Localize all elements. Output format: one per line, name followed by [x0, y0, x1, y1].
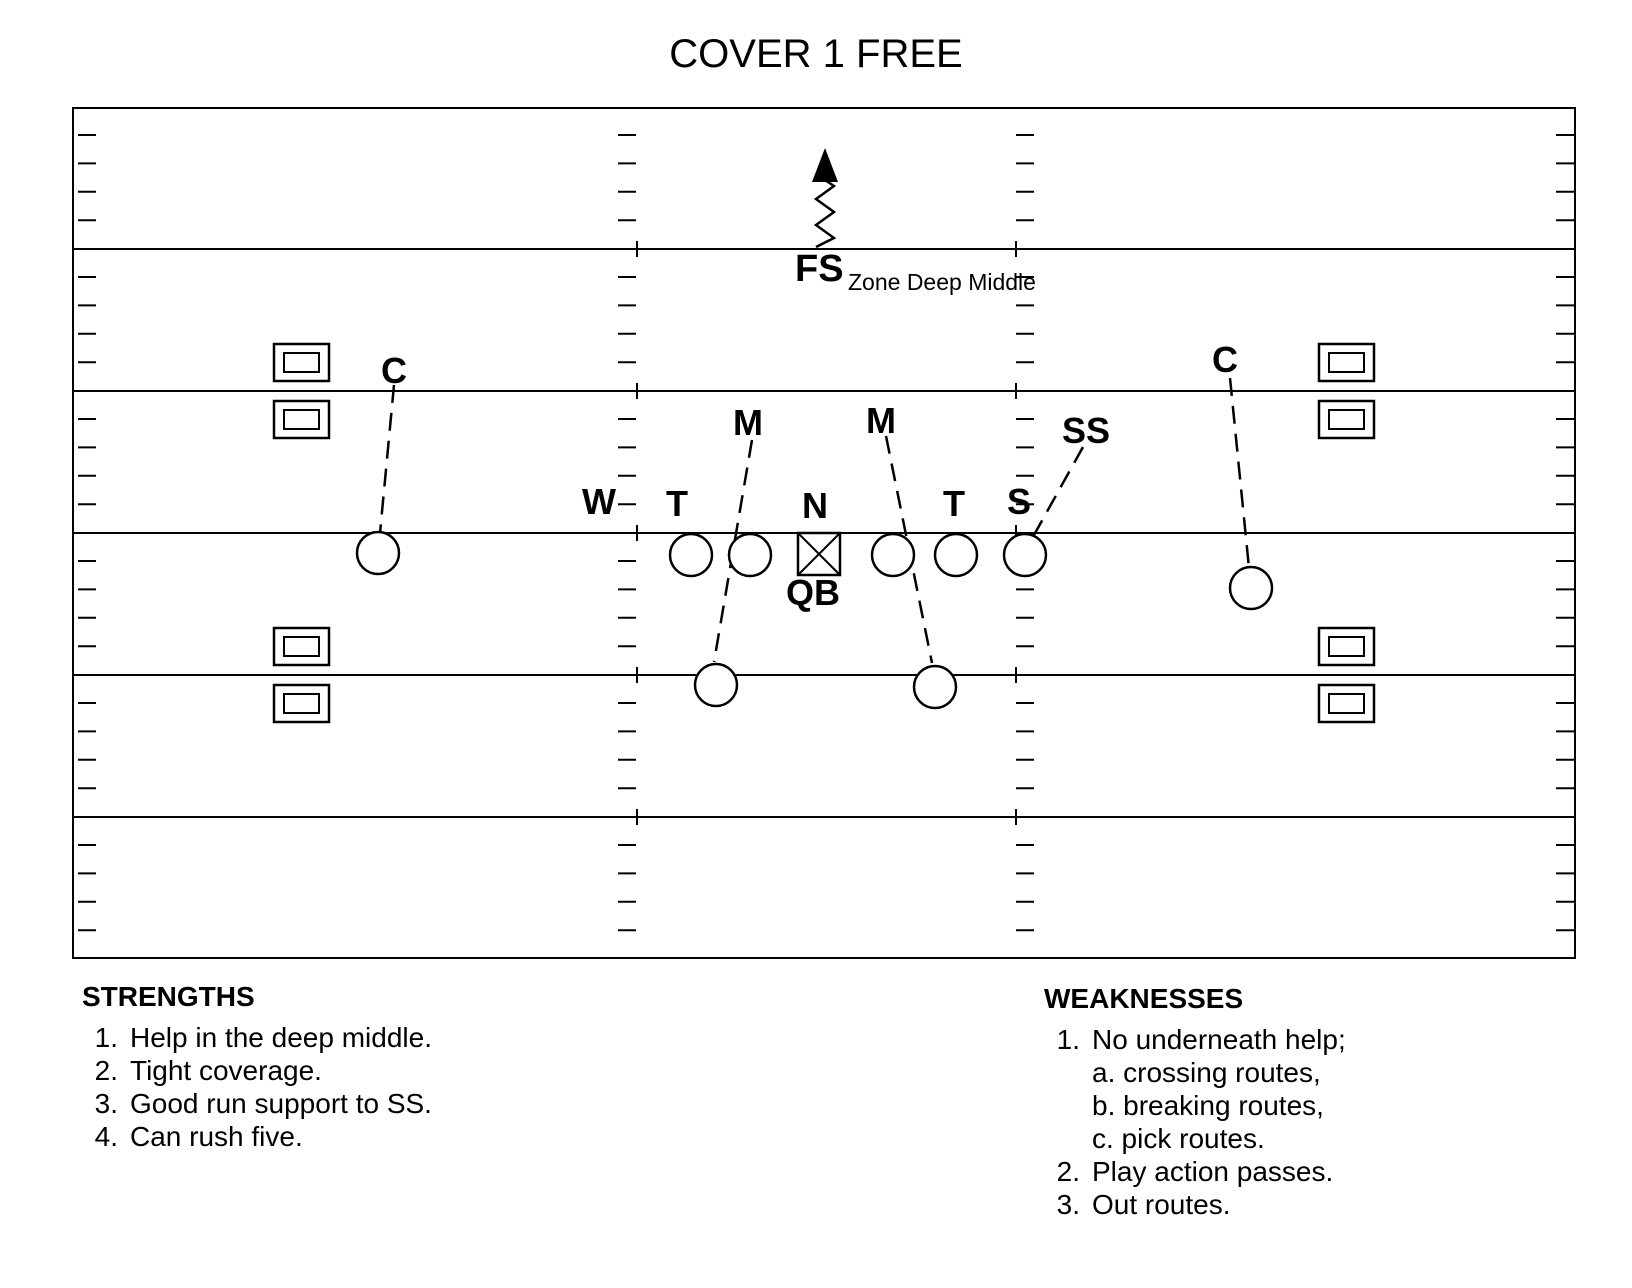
receiver-outer-box [1317, 683, 1376, 724]
item-number: 2. [94, 1055, 118, 1086]
item-number: 1. [1056, 1024, 1080, 1055]
label-c-right: C [1212, 339, 1238, 380]
receiver-outer-box [272, 683, 331, 724]
dashed-coverage-line [1228, 377, 1251, 569]
diagram-title: COVER 1 FREE [669, 32, 963, 76]
offense-player-circle [355, 530, 401, 576]
receiver-inner-box [1328, 352, 1365, 373]
item-text: Out routes. [1092, 1189, 1231, 1220]
receiver-outer-box [1317, 342, 1376, 383]
item-number: 2. [1056, 1156, 1080, 1187]
receiver-inner-box [1328, 693, 1365, 714]
label-m-right: M [866, 400, 896, 441]
weaknesses-heading: WEAKNESSES [1044, 983, 1244, 1014]
receiver-inner-box [283, 352, 320, 373]
sub-item: a. crossing routes, [1092, 1057, 1321, 1088]
list-item: 3. Good run support to SS. [82, 1087, 682, 1120]
receiver-inner-box [1328, 409, 1365, 430]
offense-player-circle [933, 532, 979, 578]
weaknesses-section: WEAKNESSES 1. No underneath help; a. cro… [1044, 983, 1604, 1221]
label-c-left: C [381, 350, 407, 391]
item-number: 1. [94, 1022, 118, 1053]
fs-zigzag-route [813, 178, 837, 249]
item-text: Can rush five. [130, 1121, 303, 1152]
receiver-outer-box [1317, 626, 1376, 667]
label-m-left: M [733, 402, 763, 443]
dashed-coverage-line [378, 384, 396, 534]
item-text: No underneath help; [1092, 1024, 1346, 1055]
receiver-outer-box [272, 626, 331, 667]
receiver-inner-box [283, 636, 320, 657]
receiver-outer-box [1317, 399, 1376, 440]
offense-player-circle [870, 532, 916, 578]
offense-player-circle [693, 662, 739, 708]
qb-marker [796, 531, 842, 577]
offense-player-circle [1228, 565, 1274, 611]
offense-players [355, 530, 1274, 710]
sub-item: c. pick routes. [1092, 1123, 1265, 1154]
offense-player-circle [912, 664, 958, 710]
strengths-heading: STRENGTHS [82, 981, 255, 1012]
offense-player-circle [727, 532, 773, 578]
list-item: 1. Help in the deep middle. [82, 1021, 682, 1054]
fs-arrow-icon [812, 148, 838, 182]
label-w: W [582, 481, 616, 522]
item-text: Help in the deep middle. [130, 1022, 432, 1053]
item-number: 3. [94, 1088, 118, 1119]
list-item: 2. Tight coverage. [82, 1054, 682, 1087]
label-s: S [1007, 481, 1031, 522]
dashed-coverage-line [1032, 446, 1085, 536]
strengths-section: STRENGTHS 1. Help in the deep middle. 2.… [82, 981, 682, 1153]
list-item: 4. Can rush five. [82, 1120, 682, 1153]
zone-deep-middle-note: Zone Deep Middle [848, 269, 1036, 295]
receiver-inner-box [283, 409, 320, 430]
item-text: Good run support to SS. [130, 1088, 432, 1119]
receiver-inner-box [283, 693, 320, 714]
receiver-inner-box [1328, 636, 1365, 657]
label-t-right: T [943, 483, 965, 524]
list-item: 3. Out routes. [1044, 1188, 1604, 1221]
list-item: 2. Play action passes. [1044, 1155, 1604, 1188]
receiver-outer-box [272, 399, 331, 440]
label-t-left: T [666, 483, 688, 524]
item-number: 3. [1056, 1189, 1080, 1220]
offense-player-circle [1002, 532, 1048, 578]
label-fs: FS [795, 248, 844, 290]
label-n: N [802, 485, 828, 526]
strengths-list: 1. Help in the deep middle. 2. Tight cov… [82, 1021, 682, 1153]
list-item: 1. No underneath help; [1044, 1023, 1604, 1056]
weaknesses-list: 1. No underneath help; a. crossing route… [1044, 1023, 1604, 1221]
item-text: Play action passes. [1092, 1156, 1334, 1187]
item-number: 4. [94, 1121, 118, 1152]
label-qb: QB [786, 572, 840, 613]
label-ss: SS [1062, 410, 1110, 451]
receiver-markers [272, 342, 1376, 724]
receiver-outer-box [272, 342, 331, 383]
sub-item: b. breaking routes, [1092, 1090, 1324, 1121]
offense-player-circle [668, 532, 714, 578]
hash-marks [78, 134, 1574, 932]
football-field-diagram: FS Zone Deep Middle C C M M SS W T N T S… [72, 107, 1576, 959]
item-text: Tight coverage. [130, 1055, 322, 1086]
